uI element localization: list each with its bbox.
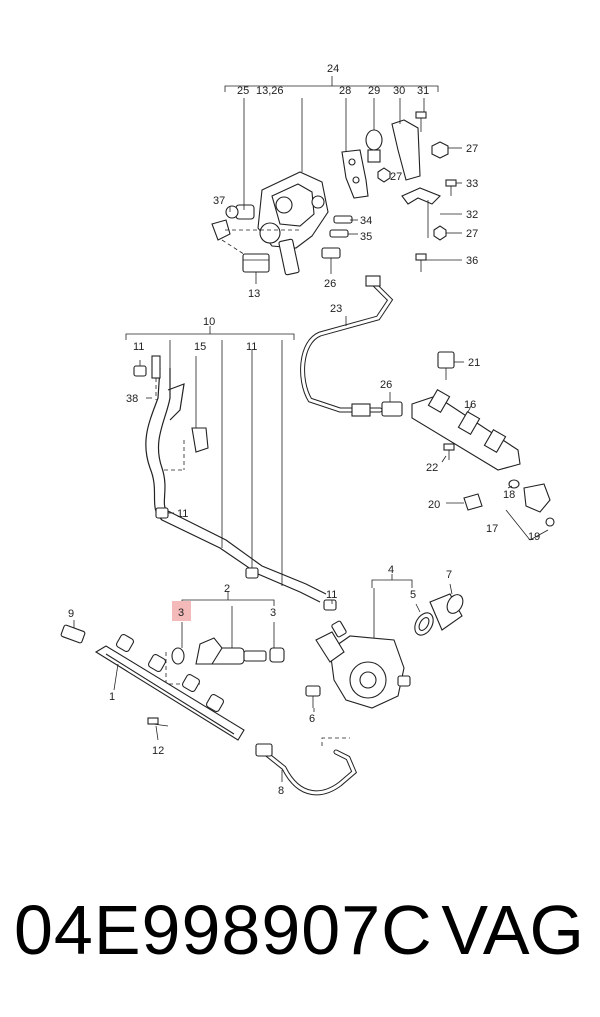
bracket-30: [391, 119, 421, 181]
fitting-35: [329, 229, 349, 238]
fitting-34: [333, 215, 353, 224]
o-ring-19: [545, 517, 555, 527]
o-ring-3-left: [171, 647, 185, 665]
pressure-sensor-9: [60, 624, 86, 644]
fuel-hose-10: [145, 367, 327, 603]
callouts: 24 25 13,26 28 29 30 31 27 27 33 37 32 3…: [68, 63, 540, 797]
high-pressure-pump-4: [315, 620, 411, 709]
callout-23: 23: [330, 303, 342, 315]
bolt-6: [305, 685, 321, 708]
bolt-12: [147, 717, 169, 727]
fuel-rail-1: [94, 633, 245, 741]
clip-20: [463, 493, 483, 511]
fitting-38: [151, 355, 161, 400]
clip-11c: [245, 567, 259, 579]
callout-3-highlight: [172, 601, 191, 621]
callout-3-highlighted: 3: [178, 607, 184, 619]
callout-28: 28: [339, 85, 351, 97]
callout-20: 20: [428, 499, 440, 511]
callout-9: 9: [68, 608, 74, 620]
sensor-13: [242, 253, 270, 273]
bolt-36: [415, 253, 427, 272]
callout-38: 38: [126, 393, 138, 405]
brand-text: VAG: [441, 891, 584, 969]
callout-33: 33: [466, 178, 478, 190]
pressure-regulator-housing: [257, 171, 329, 276]
tappet-7: [429, 593, 464, 631]
callout-26-lower: 26: [380, 379, 392, 391]
callout-25: 25: [237, 85, 249, 97]
pressure-sensor-21: [437, 351, 455, 380]
callout-11b: 11: [246, 341, 257, 353]
callout-18: 18: [503, 489, 515, 501]
clip-11a: [133, 365, 147, 377]
bolt-33: [445, 179, 457, 196]
callout-7: 7: [446, 569, 452, 581]
group-10-bracket: [125, 326, 295, 340]
callout-10: 10: [203, 316, 215, 328]
part-number-text: 04E998907C: [14, 891, 433, 969]
clip-11b: [155, 507, 169, 519]
callout-21: 21: [468, 357, 480, 369]
callout-27a: 27: [466, 143, 478, 155]
callout-11a: 11: [133, 341, 144, 353]
callout-19: 19: [528, 531, 540, 543]
fitting-26-upper: [321, 247, 341, 259]
callout-35: 35: [360, 231, 372, 243]
callout-27c: 27: [466, 228, 478, 240]
callout-31: 31: [417, 85, 429, 97]
callout-11d: 11: [326, 589, 337, 601]
callout-15: 15: [194, 341, 206, 353]
callout-2: 2: [224, 583, 230, 595]
group-24-bracket: [224, 76, 439, 92]
callout-11c: 11: [177, 508, 188, 520]
fuel-rail-16: [411, 388, 521, 471]
callout-8: 8: [278, 785, 284, 797]
nut-27a: [431, 141, 449, 159]
callout-6: 6: [309, 713, 315, 725]
callout-26-upper: 26: [324, 278, 336, 290]
callout-4: 4: [388, 564, 394, 576]
callout-13: 13: [248, 288, 260, 300]
callout-12: 12: [152, 745, 164, 757]
callout-27b: 27: [390, 171, 402, 183]
bolt-22: [443, 443, 455, 460]
callout-32: 32: [466, 209, 478, 221]
group-4-bracket: [371, 574, 413, 640]
injector-17: [505, 483, 551, 541]
callout-5: 5: [410, 589, 416, 601]
fuel-system-exploded-diagram: 24 25 13,26 28 29 30 31 27 27 33 37 32 3…: [60, 63, 555, 797]
nut-27b: [377, 167, 391, 183]
callout-37: 37: [213, 195, 225, 207]
callout-13-26: 13,26: [256, 85, 284, 97]
connector-37: [211, 219, 231, 241]
bolt-31: [415, 111, 427, 132]
callout-30: 30: [393, 85, 405, 97]
fuel-pipe-8: [255, 743, 358, 796]
injector-2: [195, 637, 267, 665]
callout-22: 22: [426, 462, 438, 474]
callout-1: 1: [109, 691, 115, 703]
bracket-plate-28: [341, 149, 369, 199]
callout-24: 24: [327, 63, 339, 75]
fitting-26-lower: [381, 401, 403, 417]
callout-3-right: 3: [270, 607, 276, 619]
callout-36: 36: [466, 255, 478, 267]
gasket-5: [414, 612, 434, 636]
callout-17: 17: [486, 523, 498, 535]
clip-15: [191, 427, 209, 453]
callout-34: 34: [360, 215, 372, 227]
damper-29: [365, 129, 383, 163]
callout-29: 29: [368, 85, 380, 97]
clamp-32: [401, 187, 441, 238]
clip-11d: [323, 599, 337, 611]
pressure-sensor-25: [225, 204, 255, 220]
seal-3-right: [269, 647, 285, 663]
fuel-pipe-23: [300, 275, 394, 417]
nut-27c: [433, 225, 447, 241]
callout-16: 16: [464, 399, 476, 411]
